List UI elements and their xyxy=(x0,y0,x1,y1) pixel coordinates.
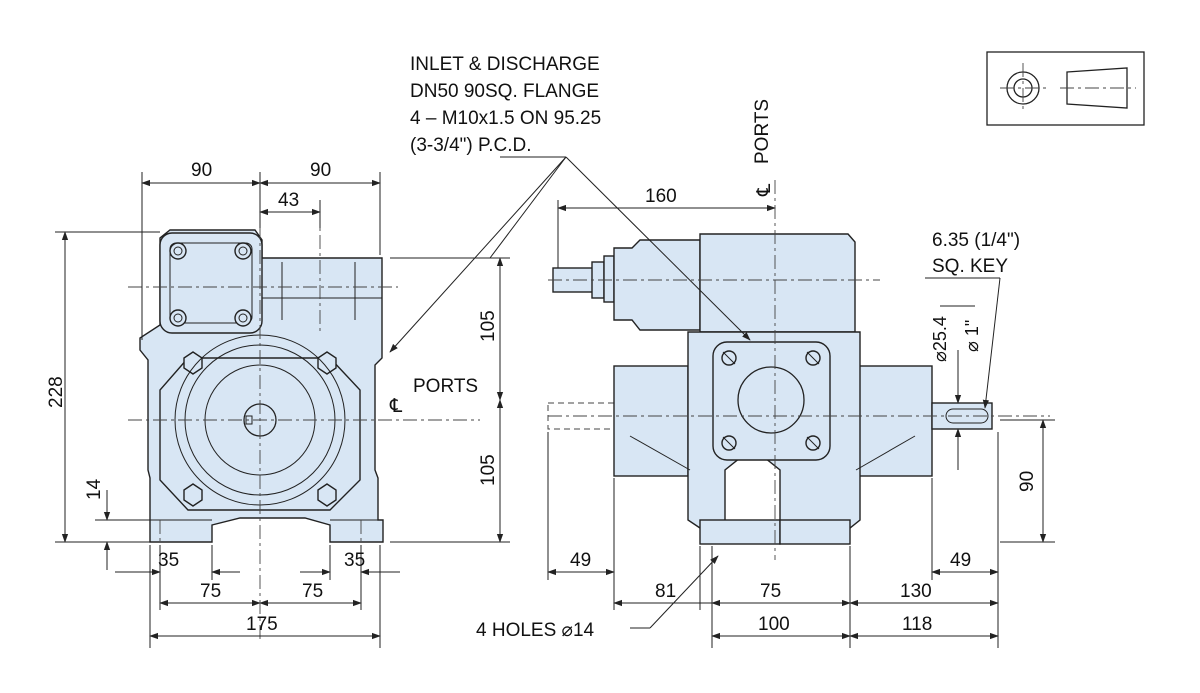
dim-front-foot-left: 35 xyxy=(158,550,179,571)
dim-front-port-offset: 43 xyxy=(278,190,299,211)
dim-front-lower-height: 105 xyxy=(478,454,499,486)
front-cover-bolts xyxy=(183,351,337,507)
dim-side-shaft-stickout: 49 xyxy=(570,550,591,571)
dim-front-left-width: 90 xyxy=(191,160,212,181)
dim-front-bolt-left: 75 xyxy=(200,581,221,602)
flange-note-line1: INLET & DISCHARGE xyxy=(410,54,600,75)
flange-note-line2: DN50 90SQ. FLANGE xyxy=(410,81,599,102)
dim-side-right-offset: 130 xyxy=(900,581,932,602)
centerline-symbol-side: ℄ xyxy=(754,183,775,197)
flange-note-line3: 4 – M10x1.5 ON 95.25 xyxy=(410,108,601,129)
dim-front-foot-right: 35 xyxy=(344,550,365,571)
dim-side-hole-spacing: 75 xyxy=(760,581,781,602)
front-view xyxy=(128,175,480,640)
projection-symbol xyxy=(986,51,1145,126)
ports-label-front: PORTS xyxy=(413,376,478,397)
dim-front-bolt-right: 75 xyxy=(302,581,323,602)
side-port-flange xyxy=(712,341,831,461)
annotations: INLET & DISCHARGE DN50 90SQ. FLANGE 4 – … xyxy=(46,54,1038,641)
holes-note: 4 HOLES ⌀14 xyxy=(476,620,595,641)
dim-front-foot-height: 14 xyxy=(84,478,105,500)
dim-side-to-ports: 160 xyxy=(645,186,677,207)
dim-front-right-width: 90 xyxy=(310,160,331,181)
shaft-dia-in: ⌀ 1" xyxy=(962,320,982,352)
dim-side-right-stub: 49 xyxy=(950,550,971,571)
dim-front-base-width: 175 xyxy=(246,614,278,635)
side-view xyxy=(547,180,1050,560)
front-flange-bolts xyxy=(169,242,252,327)
dim-front-overall-height: 228 xyxy=(46,376,67,408)
key-note-line2: SQ. KEY xyxy=(932,256,1008,277)
dim-front-upper-height: 105 xyxy=(478,310,499,342)
ports-label-side: PORTS xyxy=(752,99,773,164)
side-dimensions xyxy=(547,200,1055,648)
side-flange-bolts xyxy=(721,350,821,451)
dim-side-base-length: 100 xyxy=(758,614,790,635)
dim-side-hole-offset: 81 xyxy=(655,581,676,602)
dim-side-shaft-height: 90 xyxy=(1017,471,1038,492)
centerline-symbol-front: ℄ xyxy=(389,396,403,417)
leaders xyxy=(389,156,751,629)
key-note-line1: 6.35 (1/4") xyxy=(932,230,1020,251)
side-upper-housing xyxy=(699,233,856,333)
shaft-dia-mm: ⌀25.4 xyxy=(930,316,950,362)
flange-note-line4: (3-3/4") P.C.D. xyxy=(410,135,532,156)
dim-side-right-base: 118 xyxy=(902,614,932,635)
